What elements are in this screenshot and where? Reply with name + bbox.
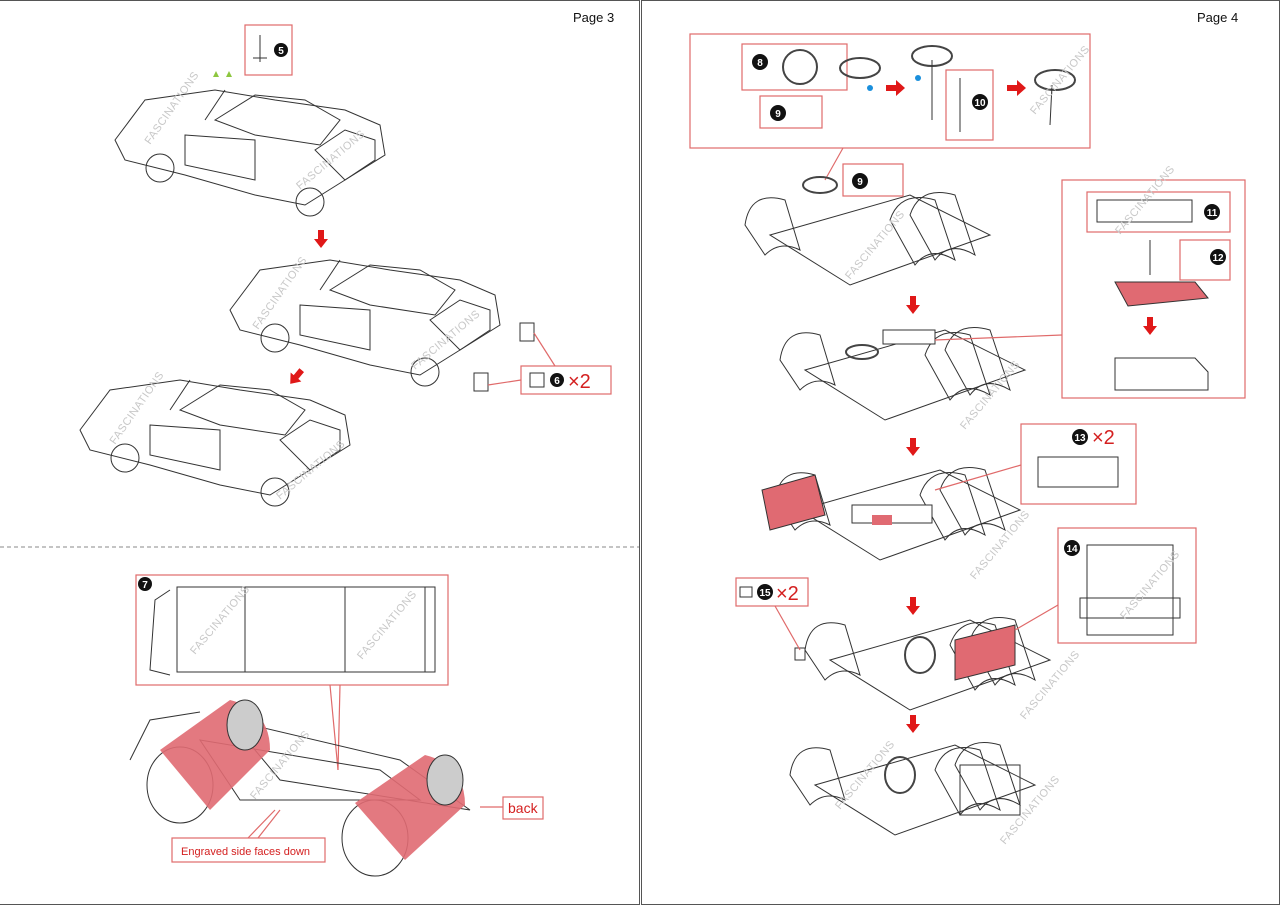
car-step-6: FASCINATIONS FASCINATIONS <box>229 254 535 392</box>
callout-label: back <box>508 800 539 816</box>
red-arrow-icon <box>906 597 920 615</box>
chassis-step-9: FASCINATIONS <box>744 176 991 286</box>
watermark-text: FASCINATIONS <box>409 308 482 372</box>
back-callout: back <box>480 796 544 820</box>
step-number: 10 <box>974 98 986 109</box>
step-badge <box>770 105 786 121</box>
step-5-callout: 5 <box>244 24 293 76</box>
quantity-label: ×2 <box>776 583 799 605</box>
car-step-5: FASCINATIONS FASCINATIONS <box>114 69 386 217</box>
watermark-text: FASCINATIONS <box>968 508 1032 581</box>
page-3: Page 3 <box>0 0 640 905</box>
step-number: 9 <box>775 109 781 120</box>
watermark-text: FASCINATIONS <box>958 358 1022 431</box>
watermark-text: FASCINATIONS <box>251 254 310 331</box>
watermark-text: FASCINATIONS <box>843 208 907 281</box>
step-9-callout: 9 <box>842 163 904 197</box>
step-14-callout: 14 FASCINATIONS <box>1057 527 1197 644</box>
step-badge <box>1072 429 1088 445</box>
page-number: Page 3 <box>573 10 615 25</box>
step-badge <box>138 577 152 591</box>
chassis-step-13: FASCINATIONS <box>761 464 1032 582</box>
callout-label: Engraved side faces down <box>181 846 310 858</box>
step-6-callout: 6 ×2 <box>487 332 612 395</box>
step-badge <box>972 94 988 110</box>
chassis-step-14: FASCINATIONS <box>794 604 1082 722</box>
step-number: 11 <box>1207 208 1218 219</box>
step-number: 14 <box>1066 544 1078 555</box>
quantity-label: ×2 <box>568 371 591 393</box>
watermark-text: FASCINATIONS <box>998 773 1062 846</box>
step-badge <box>274 43 288 57</box>
step-badge <box>1210 249 1226 265</box>
step-badge <box>752 54 768 70</box>
red-arrow-icon <box>906 438 920 456</box>
step-badge <box>1064 540 1080 556</box>
red-arrow-icon <box>284 365 308 389</box>
watermark-text: FASCINATIONS <box>108 369 167 446</box>
step-11-12-callout: FASCINATIONS 11 12 <box>1061 163 1246 399</box>
steering-wheel-callout: 8 9 10 FASCINATIONS <box>689 33 1092 181</box>
red-arrow-icon <box>1007 80 1026 96</box>
step-15-callout: 15 ×2 <box>735 577 809 651</box>
red-arrow-icon <box>886 80 905 96</box>
red-arrow-icon <box>1143 317 1157 335</box>
green-marker-icon <box>213 71 219 77</box>
step-badge <box>757 584 773 600</box>
red-arrow-icon <box>314 230 328 248</box>
car-completed: FASCINATIONS FASCINATIONS <box>79 369 351 507</box>
step-number: 6 <box>554 376 560 387</box>
watermark-text: FASCINATIONS <box>274 438 347 502</box>
step-number: 8 <box>757 58 763 69</box>
step-number: 13 <box>1074 433 1086 444</box>
red-arrow-icon <box>906 296 920 314</box>
step-number: 12 <box>1212 253 1224 264</box>
blue-marker-icon <box>867 85 873 91</box>
watermark-text: FASCINATIONS <box>1028 43 1092 116</box>
engraved-callout: Engraved side faces down <box>171 809 326 863</box>
page-number: Page 4 <box>1197 10 1239 25</box>
step-badge <box>1204 204 1220 220</box>
blue-marker-icon <box>915 75 921 81</box>
watermark-text: FASCINATIONS <box>833 738 897 811</box>
red-arrow-icon <box>906 715 920 733</box>
green-marker-icon <box>226 71 232 77</box>
step-badge <box>852 173 868 189</box>
chassis-step-11: FASCINATIONS <box>779 327 1063 432</box>
chassis-completed: FASCINATIONS FASCINATIONS <box>789 738 1062 847</box>
step-badge <box>550 373 564 387</box>
step-13-callout: 13 ×2 <box>1020 423 1137 505</box>
step-number: 5 <box>278 46 284 57</box>
watermark-text: FASCINATIONS <box>355 588 419 661</box>
quantity-label: ×2 <box>1092 427 1115 449</box>
step-number: 9 <box>857 177 863 188</box>
watermark-text: FASCINATIONS <box>294 128 367 192</box>
steering-wheel-icon <box>782 49 818 85</box>
step-number: 7 <box>142 580 148 591</box>
watermark-text: FASCINATIONS <box>188 583 252 656</box>
step-number: 15 <box>759 588 771 599</box>
